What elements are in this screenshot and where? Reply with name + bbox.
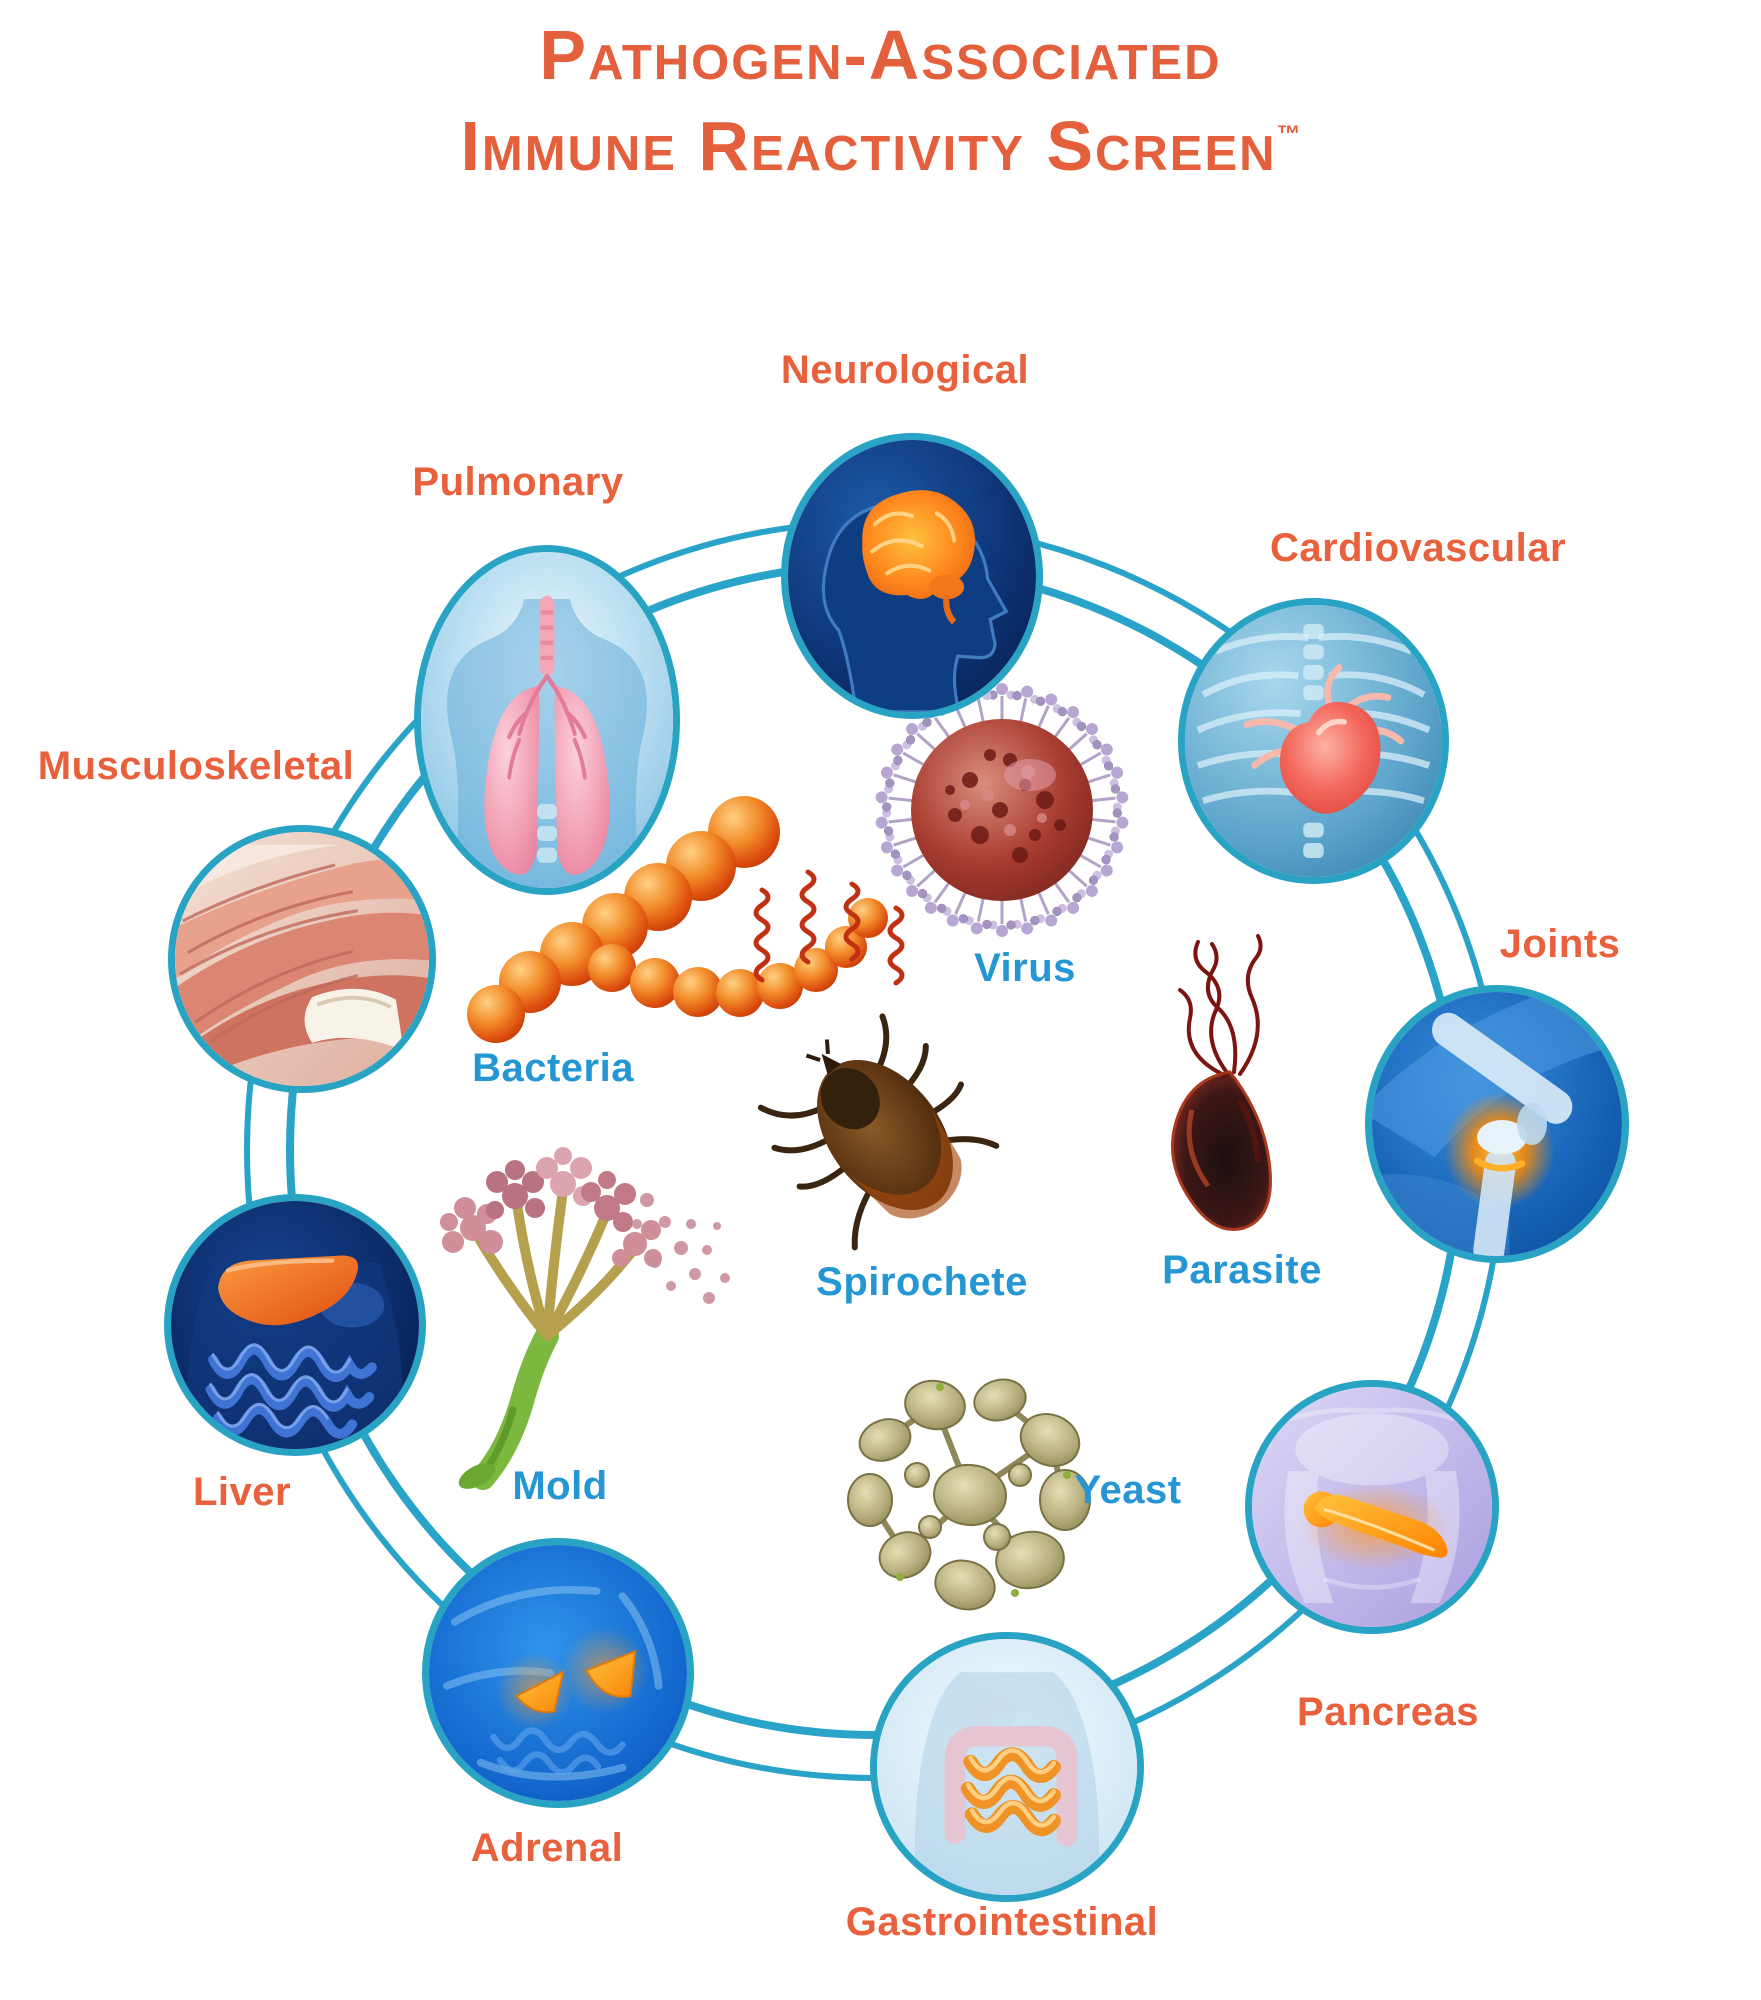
label-neurological: Neurological	[780, 348, 1030, 392]
trademark-symbol: ™	[1276, 121, 1301, 148]
bacteria-illustration	[440, 780, 900, 1080]
intestines-icon	[877, 1639, 1137, 1895]
parasite-illustration	[1100, 860, 1360, 1280]
yeast-icon	[847, 1378, 1091, 1611]
node-neurological	[781, 433, 1043, 719]
node-pancreas	[1245, 1380, 1499, 1634]
label-mold: Mold	[512, 1464, 608, 1508]
label-parasite: Parasite	[1162, 1248, 1322, 1292]
node-musculoskeletal	[168, 825, 436, 1093]
spirochete-illustration	[700, 850, 1080, 1280]
label-gastrointestinal: Gastrointestinal	[845, 1900, 1159, 1944]
label-liver: Liver	[192, 1470, 292, 1514]
label-spirochete: Spirochete	[816, 1260, 1028, 1304]
mold-icon	[440, 1147, 730, 1490]
node-gastrointestinal	[870, 1632, 1144, 1902]
lungs-icon	[421, 552, 673, 888]
label-adrenal: Adrenal	[470, 1826, 624, 1870]
liver-icon	[171, 1201, 419, 1449]
title-line-2: Immune Reactivity Screen™	[460, 107, 1301, 185]
node-cardiovascular	[1178, 598, 1449, 884]
label-bacteria: Bacteria	[472, 1046, 634, 1090]
brain-icon	[788, 440, 1036, 712]
virus-illustration	[860, 660, 1160, 970]
label-yeast: Yeast	[1074, 1468, 1182, 1512]
node-liver	[164, 1194, 426, 1456]
adrenal-glands-icon	[429, 1545, 687, 1801]
heart-icon	[1185, 605, 1442, 877]
label-pulmonary: Pulmonary	[412, 460, 624, 504]
node-adrenal	[422, 1538, 694, 1808]
mold-illustration	[395, 1130, 745, 1490]
parasite-icon	[1171, 934, 1272, 1231]
spirochete-tick-icon	[753, 869, 1000, 1251]
label-pancreas: Pancreas	[1297, 1690, 1479, 1734]
node-pulmonary	[414, 545, 680, 895]
label-virus: Virus	[974, 946, 1076, 990]
yeast-illustration	[815, 1345, 1105, 1625]
node-joints	[1365, 985, 1629, 1263]
pancreas-icon	[1252, 1387, 1492, 1627]
bacteria-icon	[467, 796, 888, 1043]
label-musculoskeletal: Musculoskeletal	[37, 744, 355, 788]
knee-joint-icon	[1372, 992, 1622, 1256]
label-joints: Joints	[1499, 922, 1621, 966]
virus-icon	[872, 681, 1132, 939]
title-line-1: Pathogen-Associated	[539, 16, 1222, 94]
page-title: Pathogen-Associated Immune Reactivity Sc…	[0, 10, 1761, 192]
muscle-icon	[175, 832, 429, 1086]
label-cardiovascular: Cardiovascular	[1269, 526, 1567, 570]
